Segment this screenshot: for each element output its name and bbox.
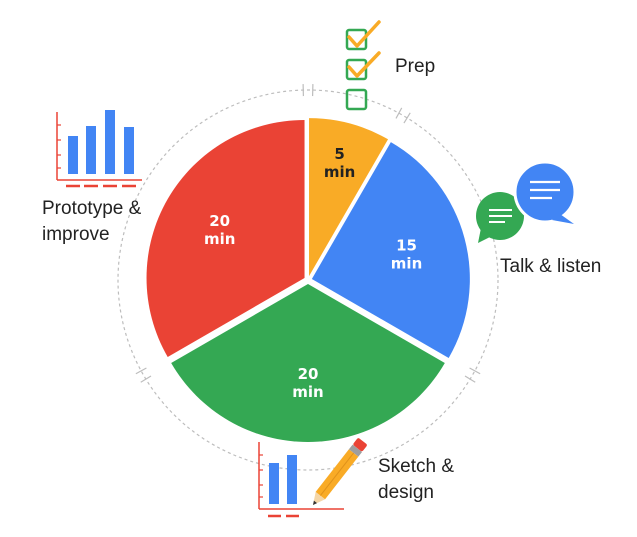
- talk-listen-label-line: Talk & listen: [500, 256, 601, 277]
- chat-bubbles-icon: [476, 160, 577, 243]
- pie-slice-talk-listen: [311, 142, 470, 358]
- sketch-design-label-line-2: design: [378, 482, 434, 503]
- pencil-chart-icon: [258, 438, 367, 518]
- ring-tick: [135, 367, 147, 375]
- outer-dashed-ring: [117, 89, 499, 471]
- ring-tick: [140, 375, 152, 383]
- prototype-improve-label-line-2: improve: [42, 224, 110, 245]
- pie-slice-prep: [309, 118, 389, 277]
- ring-tick: [395, 107, 403, 119]
- checklist-icon: [345, 20, 381, 111]
- prep-label-line: Prep: [395, 56, 435, 77]
- ring-tick: [469, 367, 481, 375]
- prototype-improve-label-line-1: Prototype &: [42, 198, 142, 219]
- talk-listen-label: Talk & listen: [500, 256, 601, 277]
- bar-chart-icon: [56, 110, 142, 188]
- prep-label: Prep: [395, 56, 435, 77]
- ring-tick: [464, 375, 476, 383]
- prototype-improve-label: Prototype & improve: [42, 198, 147, 245]
- ring-ticks: [135, 84, 481, 383]
- pie-slice-prototype-improve: [146, 120, 305, 357]
- sketch-design-label: Sketch & design: [378, 456, 459, 503]
- sketch-design-label-line-1: Sketch &: [378, 456, 454, 477]
- pie-slice-sketch-design: [171, 284, 445, 442]
- ring-tick: [403, 112, 411, 124]
